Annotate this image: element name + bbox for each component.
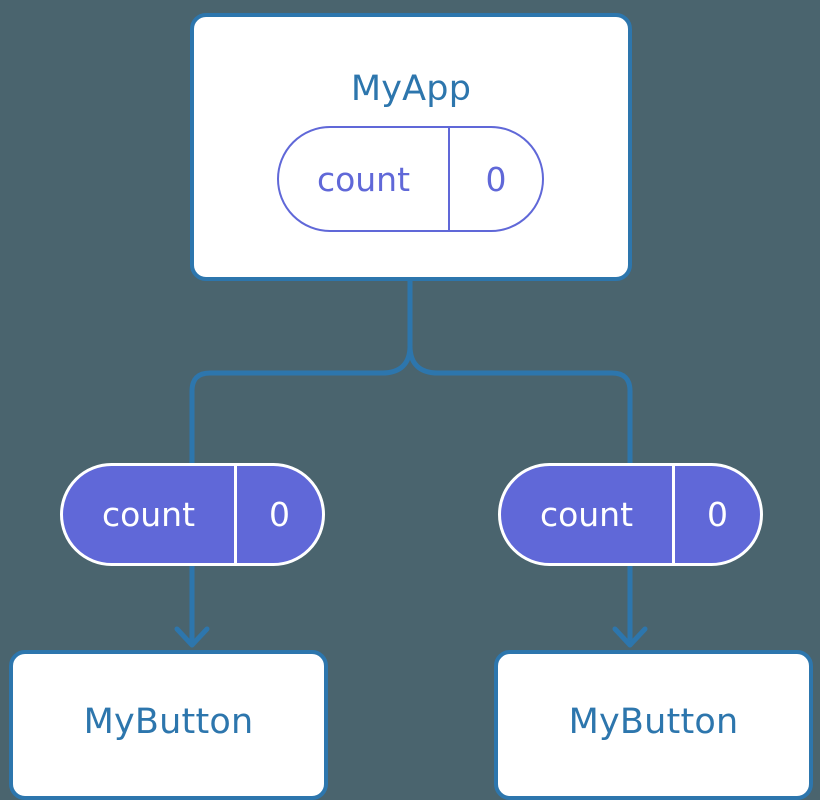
root-state-pill[interactable]: count 0: [277, 126, 544, 232]
root-component-label: MyApp: [350, 69, 472, 109]
prop-pill-left-value: 0: [269, 495, 290, 534]
prop-flow-arrow-head-right: [612, 626, 648, 648]
child-component-right-label: MyButton: [568, 701, 739, 742]
prop-pill-right[interactable]: count 0: [498, 463, 763, 566]
root-state-key: count: [279, 128, 450, 230]
branch-connector-right: [407, 345, 633, 470]
prop-pill-left-key: count: [63, 466, 237, 563]
child-component-mybutton-left[interactable]: MyButton: [9, 650, 328, 800]
root-state-value: 0: [485, 159, 507, 199]
child-component-mybutton-right[interactable]: MyButton: [494, 650, 813, 800]
prop-pill-right-key: count: [501, 466, 675, 563]
prop-pill-right-value: 0: [707, 495, 728, 534]
branch-connector-left: [189, 345, 413, 470]
prop-pill-left[interactable]: count 0: [60, 463, 325, 566]
child-component-left-label: MyButton: [83, 701, 254, 742]
connector-layer: [174, 281, 648, 648]
prop-flow-arrow-head-left: [174, 626, 210, 648]
diagram-canvas: MyApp count 0 count 0 count 0 MyButton M…: [9, 13, 813, 800]
